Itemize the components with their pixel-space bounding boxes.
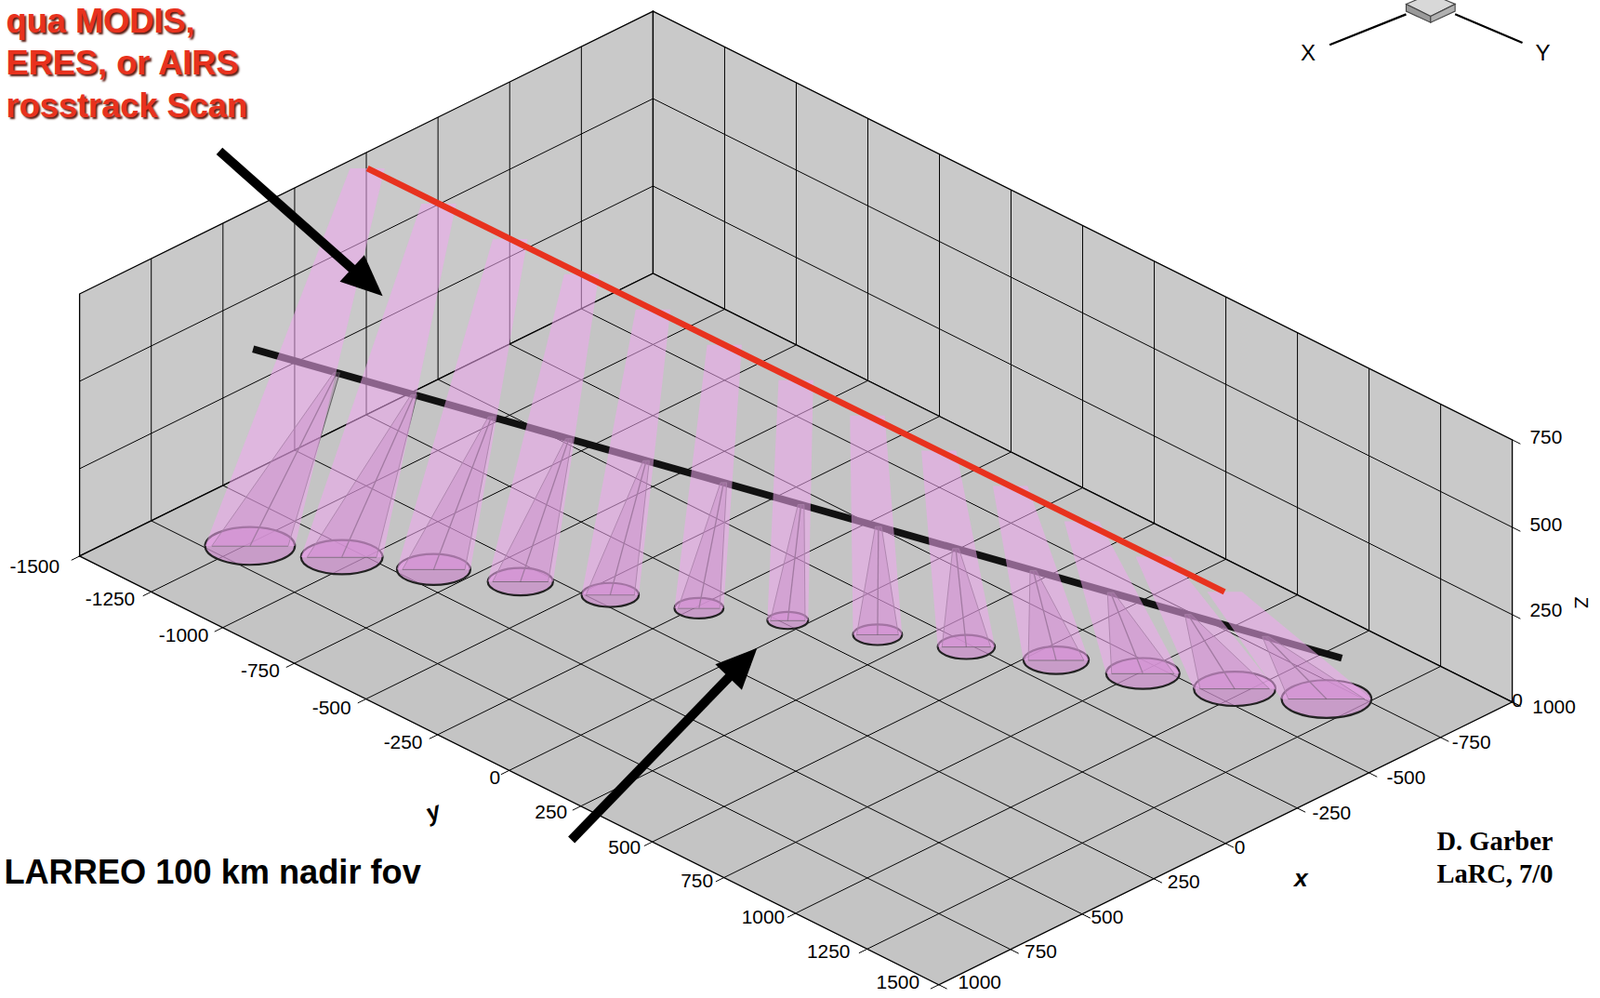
scan-beam	[992, 486, 1089, 661]
scan-beam	[766, 380, 813, 621]
scan-beam	[581, 309, 671, 596]
scan-beam	[921, 450, 995, 648]
grid-line	[1225, 843, 1234, 847]
grid-line	[1010, 949, 1019, 953]
axis-tick-label: 1000	[957, 969, 1001, 994]
grid-line	[1153, 261, 1155, 524]
crosstrack-beams	[205, 168, 1373, 700]
grid-line	[214, 627, 224, 632]
grid-line	[71, 555, 80, 560]
axis-tick-label: 250	[1529, 597, 1562, 622]
grid-line	[787, 912, 796, 917]
axis-tick-label: 750	[680, 868, 714, 893]
triad-axis	[1329, 13, 1406, 45]
grid-line	[286, 662, 295, 667]
grid-line	[1512, 527, 1521, 531]
grid-line	[1512, 614, 1521, 619]
credit-note: D. Garber LaRC, 7/0	[1436, 824, 1590, 891]
grid-line	[1512, 439, 1521, 444]
axis-tick-label: -750	[1452, 729, 1492, 754]
scan-beam	[488, 274, 600, 582]
grid-line	[143, 591, 152, 596]
scan-beam	[849, 415, 902, 635]
grid-line	[501, 769, 510, 774]
axis-title: Z	[1569, 595, 1594, 609]
grid-line	[715, 877, 725, 882]
grid-lines	[71, 46, 1521, 989]
triad-axis	[1454, 13, 1522, 43]
axis-tick-label: 500	[1090, 904, 1124, 929]
grid-line	[938, 984, 948, 989]
triad-cube	[1405, 3, 1430, 23]
grid-line	[1010, 189, 1012, 452]
axis-tick-label: 0	[1234, 834, 1246, 860]
axis-tick-label: -500	[1387, 765, 1427, 790]
grid-line	[867, 118, 869, 381]
axis-tick-label: -250	[383, 729, 424, 754]
axis-tick-label: 750	[1529, 424, 1562, 450]
grid-line	[1368, 368, 1370, 631]
axis-tick-label: -750	[240, 658, 280, 683]
grid-line	[644, 841, 653, 846]
axis-title: x	[1294, 861, 1309, 893]
callout-label: LARREO 100 km nadir fov	[3, 851, 421, 894]
grid-line	[1368, 772, 1377, 777]
grid-line	[1082, 224, 1084, 488]
grid-line	[930, 984, 939, 989]
axis-tick-label: 1500	[876, 969, 920, 994]
grid-line	[581, 46, 582, 309]
axis-triad	[1329, 0, 1522, 45]
grid-line	[1225, 296, 1227, 559]
triad-cube	[1430, 3, 1455, 23]
axis-tick-label: -1000	[158, 622, 209, 648]
grid-line	[938, 154, 940, 417]
grid-line	[581, 308, 1441, 738]
grid-line	[724, 46, 726, 309]
callout-arrow	[571, 647, 758, 840]
axis-tick-label: -1250	[85, 586, 135, 611]
arrow-head	[714, 647, 757, 690]
grid-line	[222, 223, 224, 486]
grid-line	[1296, 807, 1306, 812]
grid-line	[1153, 878, 1163, 883]
grid-line	[150, 258, 152, 521]
axis-tick-label: 0	[1511, 687, 1523, 713]
grid-line	[572, 806, 582, 810]
axis-tick-label: 500	[1529, 512, 1562, 537]
grid-line	[795, 82, 797, 345]
axis-tick-label: -500	[312, 695, 352, 720]
axis-tick-label: 750	[1024, 938, 1058, 964]
triad-axis-label: Y	[1534, 39, 1550, 67]
axis-tick-label: 250	[1167, 869, 1201, 894]
grid-line	[1296, 332, 1298, 596]
grid-line	[859, 948, 868, 953]
axis-tick-label: 250	[534, 799, 568, 824]
arrow-shaft	[571, 674, 731, 840]
axis-tick-label: 1250	[806, 938, 850, 964]
axis-title: y	[422, 794, 446, 829]
axis-tick-label: 1000	[1532, 693, 1575, 718]
axis-tick-label: 1000	[741, 904, 785, 929]
triad-axis-label: X	[1300, 39, 1316, 67]
scan-beam	[674, 344, 741, 609]
axis-tick-label: -250	[1311, 800, 1351, 825]
plot-box	[79, 11, 1513, 985]
callout-title: qua MODIS, ERES, or AIRS rosstrack Scan	[6, 0, 278, 127]
axis-tick-label: 500	[608, 834, 641, 860]
grid-line	[429, 734, 438, 739]
callout-arrow	[219, 150, 384, 296]
grid-line	[1441, 737, 1450, 741]
axis-tick-label: -1500	[10, 554, 60, 579]
grid-line	[1082, 913, 1091, 918]
arrow-shaft	[219, 150, 355, 270]
grid-line	[357, 699, 367, 703]
arrow-head	[339, 254, 383, 296]
axis-tick-label: 0	[489, 765, 502, 790]
grid-line	[1440, 403, 1442, 666]
aqua-track-line	[367, 168, 1225, 592]
scan-beam	[1206, 591, 1372, 699]
